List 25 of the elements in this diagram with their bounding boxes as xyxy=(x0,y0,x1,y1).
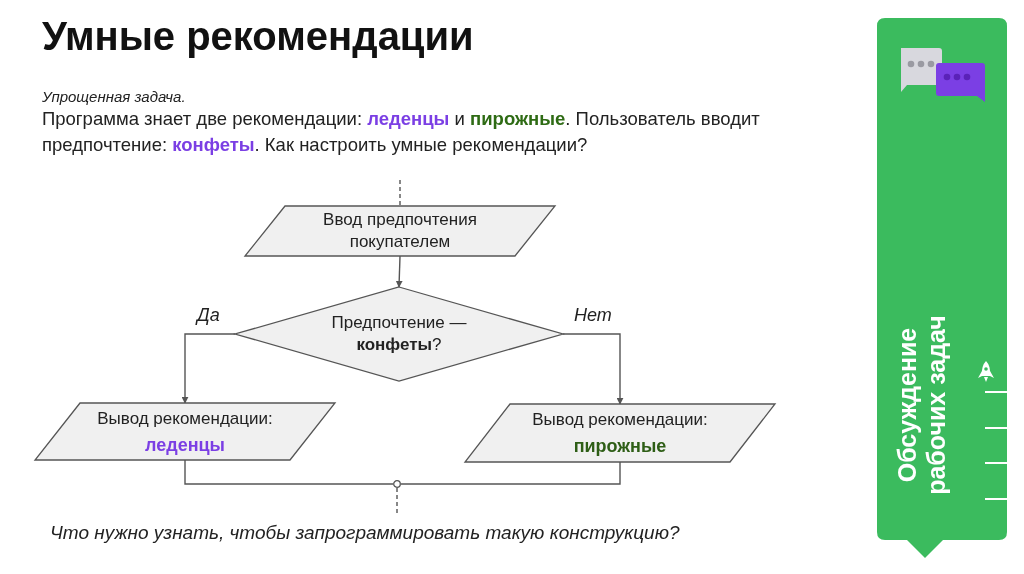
output-parallelogram xyxy=(35,403,335,460)
dashed-line xyxy=(399,179,401,207)
banner-title: Обсуждение рабочих задач xyxy=(893,314,951,497)
input-parallelogram xyxy=(245,206,555,256)
recommendation-text: пирожные xyxy=(573,435,667,457)
junction-circle xyxy=(393,480,401,488)
arrow xyxy=(181,333,236,404)
question-text: Что нужно узнать, чтобы запрограммировать такую конструкцию? xyxy=(50,522,680,544)
node-text: Предпочтение — конфеты? xyxy=(330,312,468,356)
subtitle-text: Упрощенная задача. xyxy=(42,88,186,105)
node-text: Вывод рекомендации: xyxy=(97,407,273,430)
arrow xyxy=(562,333,624,405)
output-parallelogram xyxy=(465,404,775,462)
arrow xyxy=(395,255,403,288)
slide-title: Умные рекомендации xyxy=(42,14,474,59)
connector-line xyxy=(184,459,394,485)
task-description: Программа знает две рекомендации: леденцы и пирожные. Пользователь вводит предпочтение: конфеты. Как настроить умные рекомендации? xyxy=(42,107,761,157)
decision-diamond xyxy=(235,287,563,381)
connector-line xyxy=(400,461,621,485)
dashed-line xyxy=(396,487,398,516)
side-banner xyxy=(877,18,1007,558)
edge-label: Да xyxy=(195,305,222,326)
recommendation-text: леденцы xyxy=(145,433,225,456)
node-text: Ввод предпочтения покупателем xyxy=(322,209,478,253)
node-text: Вывод рекомендации: xyxy=(532,409,708,431)
